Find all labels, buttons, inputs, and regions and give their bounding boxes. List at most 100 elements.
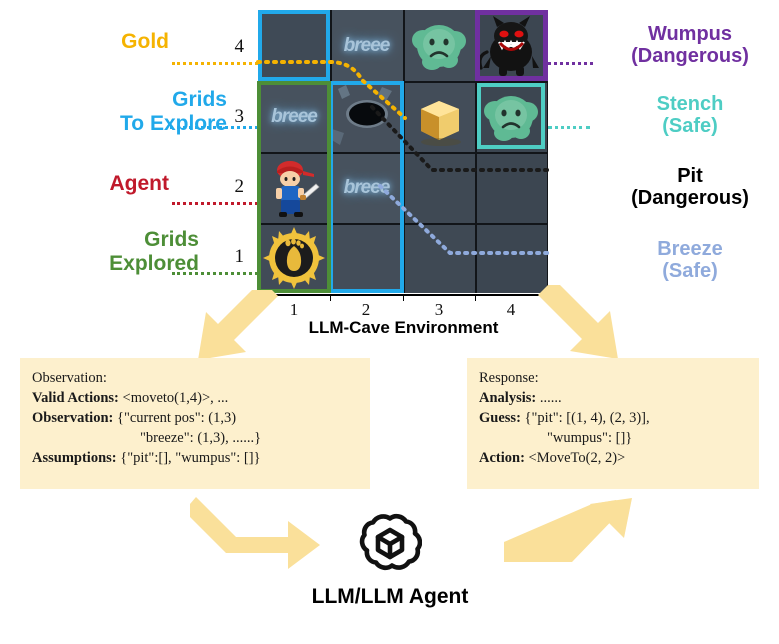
pit-hole-icon — [330, 85, 392, 145]
cell-3-4[interactable] — [403, 10, 475, 81]
leader-agent — [172, 202, 258, 205]
response-row-2: "wumpus": []} — [479, 428, 747, 448]
observation-title: Observation: — [32, 370, 107, 386]
leader-grids-to-explore — [170, 126, 258, 129]
cell-3-3[interactable] — [403, 81, 475, 152]
x-axis-label-3: 3 — [434, 300, 444, 319]
label-stench: Stench (Safe) — [615, 93, 765, 138]
openai-logo-icon — [359, 513, 422, 571]
response-row-3-value: <MoveTo(2, 2)> — [528, 450, 626, 466]
label-wumpus-line-1: (Dangerous) — [631, 45, 749, 68]
cell-4-2[interactable] — [475, 152, 548, 223]
breeze-glyph: breee — [271, 105, 318, 127]
response-row-2-value: "wumpus": []} — [547, 430, 633, 446]
label-pit-line-1: (Dangerous) — [631, 187, 749, 210]
observation-row-1-value: {"current pos": (1,3) — [116, 410, 237, 426]
response-row-3-key: Action: — [479, 450, 525, 466]
y-axis-label-2: 2 — [234, 176, 245, 197]
observation-row-3-key: Assumptions: — [32, 450, 117, 466]
observation-row-3: Assumptions: {"pit":[], "wumpus": []} — [32, 448, 358, 468]
label-agent-line-0: Agent — [109, 172, 170, 195]
label-breeze: Breeze (Safe) — [615, 238, 765, 283]
grid-border-right — [546, 10, 548, 293]
x-axis-tick — [330, 294, 331, 301]
label-gold-line-0: Gold — [121, 30, 169, 53]
observation-row-0: Valid Actions: <moveto(1,4)>, ... — [32, 388, 358, 408]
observation-box: Observation: Valid Actions: <moveto(1,4)… — [20, 358, 370, 489]
y-axis-label-4: 4 — [234, 36, 245, 57]
y-axis-label-1: 1 — [234, 246, 245, 267]
y-axis-label-3: 3 — [234, 106, 245, 127]
arrow-llm-to-response — [504, 498, 632, 562]
label-agent: Agent — [110, 172, 170, 196]
observation-row-0-value: <moveto(1,4)>, ... — [122, 390, 229, 406]
label-pit: Pit (Dangerous) — [615, 165, 765, 210]
footprint-explored-icon — [263, 227, 325, 289]
breeze-glyph: breee — [343, 176, 391, 198]
arrow-response-to-env — [538, 285, 618, 359]
grid-line-h — [258, 223, 548, 225]
leader-stench — [548, 126, 590, 129]
observation-row-2: "breeze": (1,3), ......} — [32, 428, 358, 448]
breeze-glyph: breee — [343, 34, 391, 56]
label-gold: Gold — [121, 30, 169, 54]
observation-row-0-key: Valid Actions: — [32, 390, 119, 406]
label-grids-to-explore-line-0: Grids — [172, 88, 227, 111]
label-wumpus-line-0: Wumpus — [647, 23, 733, 45]
response-row-3: Action: <MoveTo(2, 2)> — [479, 448, 747, 468]
llm-agent-caption: LLM/LLM Agent — [311, 585, 469, 608]
response-title: Response: — [479, 370, 539, 386]
response-row-0: Analysis: ...... — [479, 388, 747, 408]
stench-cloud-icon — [412, 25, 466, 70]
label-wumpus: Wumpus (Dangerous) — [615, 23, 765, 68]
response-row-1: Guess: {"pit": [(1, 4), (2, 3)], — [479, 408, 747, 428]
label-stench-line-0: Stench — [656, 93, 724, 115]
cell-1-2[interactable] — [258, 152, 330, 223]
agent-character-icon — [276, 161, 320, 217]
label-breeze-line-0: Breeze — [657, 238, 723, 260]
response-box: Response: Analysis: ...... Guess: {"pit"… — [467, 358, 759, 489]
cell-1-3[interactable]: breee — [258, 81, 330, 152]
leader-grids-explored — [172, 272, 258, 275]
response-row-0-value: ...... — [539, 390, 562, 406]
response-row-0-key: Analysis: — [479, 390, 537, 406]
label-grids-explored: Grids Explored — [109, 228, 199, 275]
cell-2-1[interactable] — [330, 223, 403, 293]
label-pit-line-0: Pit — [677, 165, 703, 187]
gold-bar-icon — [421, 101, 461, 146]
cell-4-1[interactable] — [475, 223, 548, 293]
wumpus-monster-icon — [478, 16, 539, 76]
cell-2-4[interactable]: breee — [330, 10, 403, 81]
cell-4-3[interactable] — [475, 81, 548, 152]
cell-4-4[interactable] — [475, 10, 548, 81]
environment-title: LLM-Cave Environment — [308, 318, 499, 337]
label-breeze-line-1: (Safe) — [662, 260, 718, 283]
grid-line-h — [258, 152, 548, 154]
label-stench-line-1: (Safe) — [662, 115, 718, 138]
stench-cloud-icon — [484, 96, 538, 141]
grid-line-h — [258, 81, 548, 83]
arrow-observation-to-llm — [190, 497, 320, 569]
x-axis-tick — [475, 294, 476, 301]
x-axis-label-2: 2 — [361, 300, 371, 319]
observation-row-2-value: "breeze": (1,3), ......} — [140, 430, 262, 446]
arrow-env-to-observation — [198, 290, 278, 360]
leader-gold — [172, 62, 258, 65]
x-axis-label-4: 4 — [506, 300, 516, 319]
cell-1-4[interactable] — [258, 10, 330, 81]
leader-wumpus — [548, 62, 593, 65]
observation-row-3-value: {"pit":[], "wumpus": []} — [120, 450, 261, 466]
observation-row-1: Observation: {"current pos": (1,3) — [32, 408, 358, 428]
response-row-1-key: Guess: — [479, 410, 521, 426]
cell-2-2[interactable]: breee — [330, 152, 403, 223]
x-axis-label-1: 1 — [289, 300, 299, 319]
response-row-1-value: {"pit": [(1, 4), (2, 3)], — [524, 410, 650, 426]
cave-grid[interactable]: breee — [257, 10, 548, 293]
label-grids-explored-line-0: Grids — [144, 228, 199, 251]
cell-3-1[interactable] — [403, 223, 475, 293]
x-axis-tick — [403, 294, 404, 301]
cell-3-2[interactable] — [403, 152, 475, 223]
cell-1-1[interactable] — [258, 223, 330, 293]
cell-2-3[interactable] — [330, 81, 403, 152]
observation-row-1-key: Observation: — [32, 410, 114, 426]
